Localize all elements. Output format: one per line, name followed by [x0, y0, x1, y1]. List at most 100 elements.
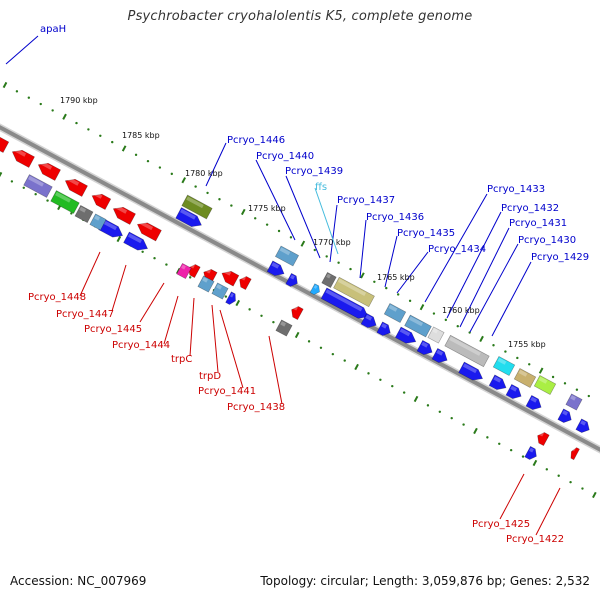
gene-other[interactable]	[74, 204, 94, 224]
gene-forward[interactable]	[376, 321, 393, 338]
gene-reverse[interactable]	[569, 446, 580, 461]
gene-other[interactable]	[89, 213, 107, 231]
gene-other[interactable]	[321, 271, 337, 289]
major-tick	[181, 177, 187, 184]
label-leader-line	[359, 219, 367, 279]
gene-label-reverse[interactable]: Pcryo_1438	[227, 402, 285, 413]
gene-label-forward[interactable]: Pcryo_1437	[337, 195, 395, 206]
gene-forward[interactable]	[175, 207, 205, 231]
tick-marks	[0, 81, 597, 499]
gene-other[interactable]	[492, 356, 516, 376]
gene-label-forward[interactable]: Pcryo_1433	[487, 184, 545, 195]
gene-label-forward[interactable]: Pcryo_1429	[531, 252, 589, 263]
gene-label-reverse[interactable]: Pcryo_1422	[506, 534, 564, 545]
minor-tick	[99, 134, 102, 137]
gene-reverse[interactable]	[237, 274, 252, 291]
gene-forward[interactable]	[394, 326, 418, 347]
gene-other[interactable]	[404, 314, 432, 338]
minor-tick	[218, 198, 221, 201]
major-tick	[413, 395, 419, 403]
gene-other[interactable]	[274, 245, 300, 267]
gene-other[interactable]	[444, 334, 490, 368]
gene-label-rna[interactable]: ffs	[315, 182, 327, 193]
minor-tick	[75, 121, 78, 125]
gene-label-reverse[interactable]: Pcryo_1444	[112, 340, 170, 351]
gene-label-forward[interactable]: Pcryo_1440	[256, 151, 314, 162]
gene-reverse[interactable]	[35, 160, 61, 181]
gene-label-forward[interactable]: Pcryo_1435	[397, 228, 455, 239]
gene-forward[interactable]	[488, 374, 509, 393]
gene-other[interactable]	[427, 326, 445, 344]
gene-reverse[interactable]	[89, 190, 112, 210]
gene-other[interactable]	[211, 282, 229, 300]
gene-reverse[interactable]	[110, 204, 136, 225]
gene-forward[interactable]	[266, 260, 287, 279]
gene-other[interactable]	[565, 393, 583, 411]
major-tick	[532, 459, 538, 467]
gene-forward[interactable]	[458, 361, 486, 384]
gene-reverse[interactable]	[135, 219, 162, 242]
gene-forward[interactable]	[431, 347, 450, 365]
major-tick	[235, 299, 241, 307]
gene-label-reverse[interactable]: trpC	[171, 354, 192, 365]
gene-forward[interactable]	[557, 408, 574, 425]
gene-label-reverse[interactable]: Pcryo_1445	[84, 324, 142, 335]
gene-reverse[interactable]	[0, 133, 10, 153]
minor-tick	[516, 356, 519, 360]
gene-label-forward[interactable]: Pcryo_1436	[366, 212, 424, 223]
gene-label-forward[interactable]: Pcryo_1431	[509, 218, 567, 229]
gene-other[interactable]	[333, 276, 375, 308]
gene-features	[0, 133, 592, 461]
gene-other[interactable]	[176, 262, 192, 280]
gene-forward[interactable]	[285, 272, 300, 288]
gene-forward[interactable]	[360, 312, 379, 330]
gene-forward[interactable]	[505, 383, 524, 401]
gene-forward[interactable]	[123, 231, 151, 254]
gene-label-forward[interactable]: Pcryo_1430	[518, 235, 576, 246]
gene-label-reverse[interactable]: trpD	[199, 371, 221, 382]
gene-other[interactable]	[383, 303, 407, 323]
label-leader-line	[469, 243, 519, 333]
minor-tick	[444, 318, 448, 322]
gene-reverse[interactable]	[9, 147, 35, 168]
gene-reverse[interactable]	[219, 268, 240, 287]
gene-other[interactable]	[275, 319, 293, 337]
gene-label-forward[interactable]: Pcryo_1446	[227, 135, 285, 146]
gene-label-reverse[interactable]: Pcryo_1448	[28, 292, 86, 303]
gene-other[interactable]	[513, 368, 537, 388]
minor-tick	[426, 404, 430, 407]
gene-forward[interactable]	[575, 418, 592, 435]
rna-feature[interactable]	[309, 283, 322, 297]
gene-reverse[interactable]	[535, 430, 550, 447]
major-tick	[300, 240, 306, 247]
gene-reverse[interactable]	[62, 176, 88, 197]
minor-tick	[141, 250, 144, 253]
gene-reverse[interactable]	[289, 304, 304, 321]
gene-label-forward[interactable]: Pcryo_1434	[428, 244, 486, 255]
label-leader-line	[459, 227, 510, 328]
gene-label-reverse[interactable]: Pcryo_1447	[56, 309, 114, 320]
gene-label-reverse[interactable]: Pcryo_1425	[472, 519, 530, 530]
minor-tick	[325, 255, 328, 258]
gene-forward[interactable]	[525, 394, 544, 412]
gene-label-reverse[interactable]: Pcryo_1441	[198, 386, 256, 397]
gene-other[interactable]	[197, 275, 215, 293]
gene-label-forward[interactable]: Pcryo_1439	[285, 166, 343, 177]
gene-other[interactable]	[50, 190, 80, 214]
gene-reverse[interactable]	[186, 262, 201, 279]
gene-forward[interactable]	[320, 287, 371, 322]
scale-label: 1785 kbp	[122, 131, 160, 140]
gene-forward[interactable]	[225, 291, 239, 306]
gene-other[interactable]	[533, 375, 557, 395]
label-leader-line	[499, 473, 525, 520]
minor-tick	[254, 217, 257, 220]
gene-other[interactable]	[181, 194, 213, 220]
gene-forward[interactable]	[416, 339, 435, 357]
gene-forward[interactable]	[524, 445, 539, 461]
gene-label-forward[interactable]: apaH	[40, 24, 66, 35]
major-tick	[2, 81, 8, 89]
label-leader-line	[424, 193, 488, 303]
label-leader-line	[396, 251, 429, 294]
gene-label-forward[interactable]: Pcryo_1432	[501, 203, 559, 214]
gene-other[interactable]	[23, 174, 53, 198]
